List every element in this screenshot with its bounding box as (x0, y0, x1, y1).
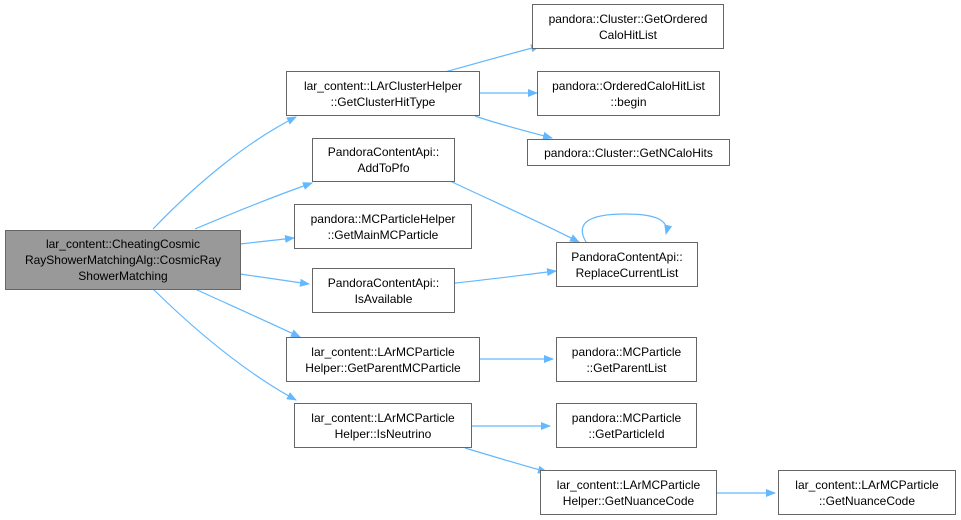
node-label-line: RayShowerMatchingAlg::CosmicRay (24, 253, 222, 267)
edge-root-to-get-parent-mc-particle (194, 288, 301, 338)
node-label-line: lar_content::LArClusterHelper (303, 78, 463, 93)
node-get-cluster-hit-type[interactable]: lar_content::LArClusterHelper::GetCluste… (286, 71, 480, 116)
node-replace-current-list[interactable]: PandoraContentApi::ReplaceCurrentList (556, 242, 698, 287)
node-label-line: Helper::IsNeutrino (334, 426, 432, 441)
node-label-line: pandora::Cluster::GetOrdered (548, 11, 708, 26)
node-is-available[interactable]: PandoraContentApi::IsAvailable (312, 268, 455, 313)
node-label-line: pandora::OrderedCaloHitList (552, 78, 705, 93)
node-label-line: lar_content::LArMCParticle (795, 477, 939, 492)
node-label-line: Helper::GetNuanceCode (562, 493, 695, 508)
node-get-main-mc-particle[interactable]: pandora::MCParticleHelper::GetMainMCPart… (294, 204, 472, 249)
edge-cluster-hit-type-to-ordered-calo-hit-list (444, 44, 541, 73)
node-label-line: pandora::MCParticle (571, 410, 682, 425)
edge-is-available-to-replace-current-list (454, 268, 557, 284)
node-label-line: ::GetParticleId (588, 426, 665, 441)
node-label-line: AddToPfo (357, 161, 410, 175)
edge-root-to-is-available (239, 273, 310, 287)
node-get-nuance-code[interactable]: lar_content::LArMCParticle::GetNuanceCod… (778, 470, 956, 515)
edge-root-to-get-main-mc-particle (239, 234, 295, 245)
node-label-line: lar_content::LArMCParticle (556, 477, 701, 492)
edge-cluster-hit-type-to-n-calo-hits (474, 115, 553, 140)
node-label-line: ::GetClusterHitType (330, 94, 436, 109)
edge-is-neutrino-to-helper-nuance-code (464, 447, 548, 474)
node-get-particle-id[interactable]: pandora::MCParticle::GetParticleId (556, 403, 697, 448)
edge-root-to-get-cluster-hit-type (152, 116, 297, 230)
node-label-line: pandora::Cluster::GetNCaloHits (544, 145, 713, 160)
node-label-line: pandora::MCParticleHelper (310, 211, 456, 226)
node-get-parent-list[interactable]: pandora::MCParticle::GetParentList (556, 337, 697, 382)
node-label-line: ::begin (610, 94, 647, 109)
node-ordered-calo-hit-list-begin[interactable]: pandora::OrderedCaloHitList::begin (537, 71, 720, 116)
node-label-line: lar_content::CheatingCosmic (45, 237, 201, 251)
edge-root-to-is-neutrino (152, 288, 297, 401)
node-label-line: Helper::GetParentMCParticle (305, 360, 461, 375)
node-label-line: ReplaceCurrentList (575, 265, 679, 280)
edge-root-to-add-to-pfo (194, 182, 313, 230)
node-label-line: ::GetNuanceCode (818, 493, 916, 508)
node-get-n-calo-hits[interactable]: pandora::Cluster::GetNCaloHits (527, 139, 730, 166)
node-label-line: PandoraContentApi:: (571, 249, 683, 264)
node-label-line: PandoraContentApi:: (327, 275, 440, 290)
node-label-line: lar_content::LArMCParticle (311, 344, 455, 359)
node-label-line: ::GetMainMCParticle (327, 227, 439, 242)
edge-add-to-pfo-to-replace-current-list (449, 180, 580, 243)
node-label-line: IsAvailable (354, 291, 413, 306)
node-label-line: PandoraContentApi:: (327, 145, 440, 159)
node-label-line: ::GetParentList (586, 360, 667, 375)
node-label-line: ShowerMatching (78, 269, 168, 283)
node-label-line: CaloHitList (598, 27, 658, 42)
node-label-line: pandora::MCParticle (571, 344, 682, 359)
edge-replace-current-list-self-loop (581, 213, 673, 243)
node-label-line: lar_content::LArMCParticle (311, 410, 455, 425)
node-add-to-pfo[interactable]: PandoraContentApi::AddToPfo (312, 138, 455, 182)
